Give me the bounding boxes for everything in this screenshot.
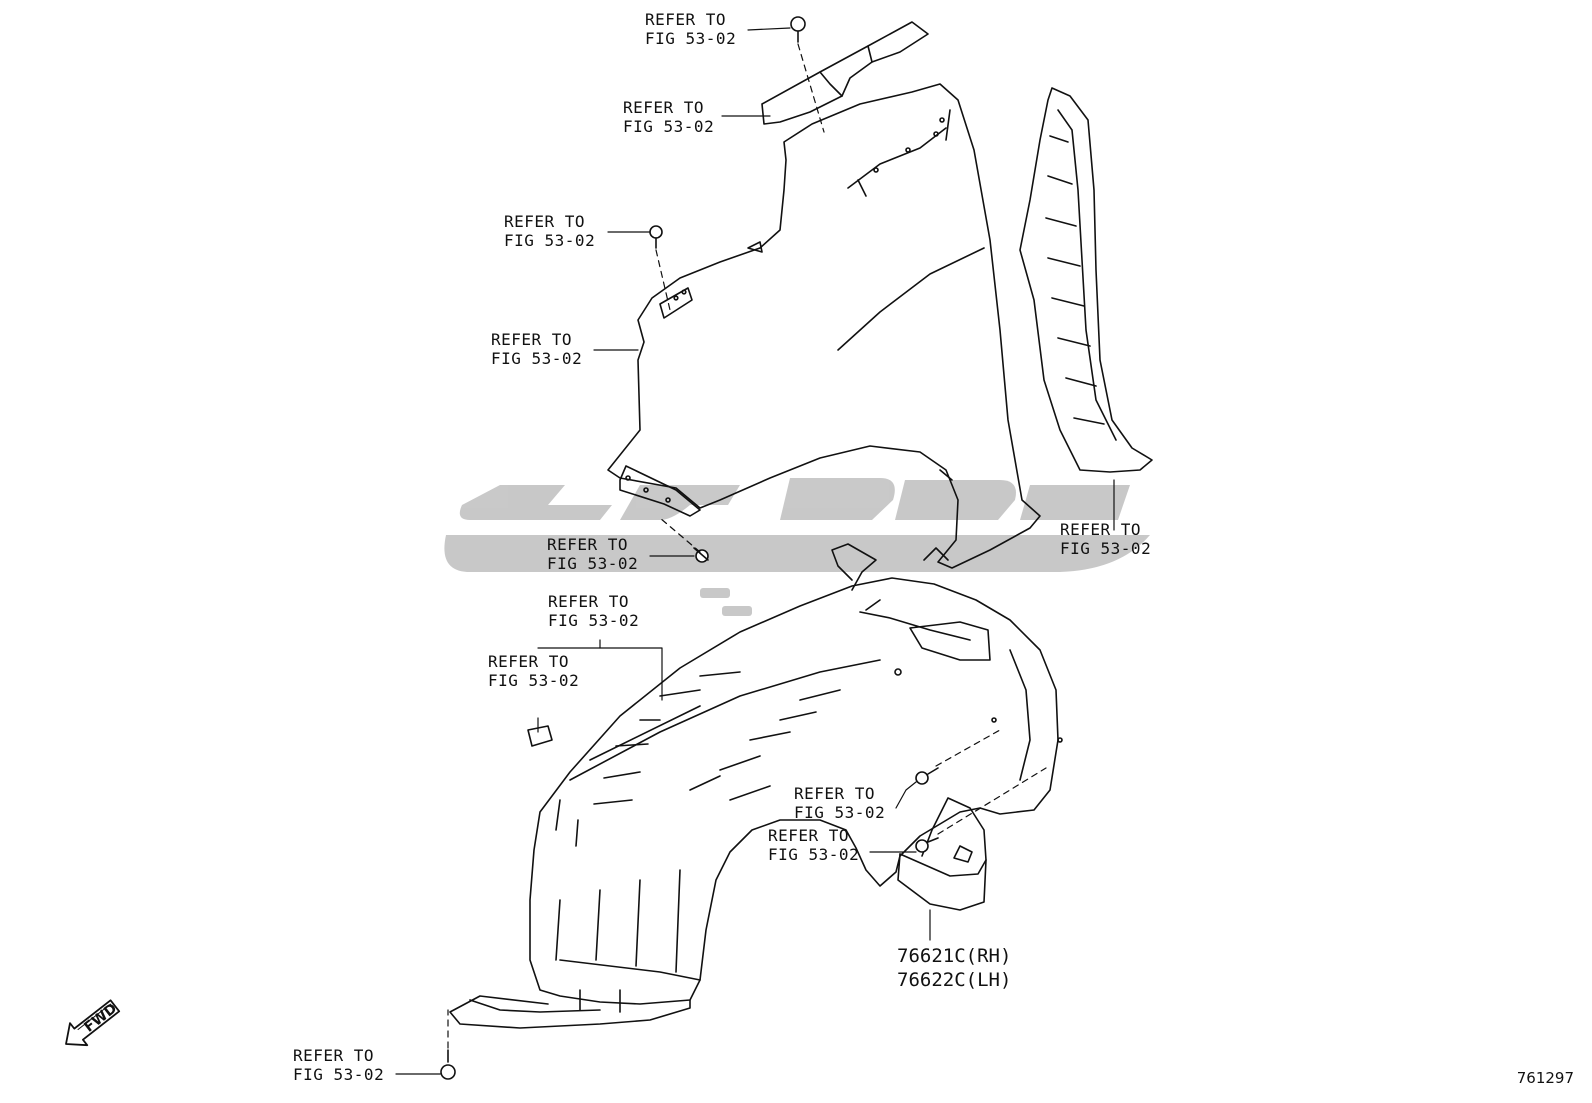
callout-ref-7: REFER TO FIG 53-02	[488, 652, 579, 690]
callout-ref-11: REFER TO FIG 53-02	[293, 1046, 384, 1084]
fwd-label: FWD	[81, 1001, 120, 1036]
mud-guard	[897, 797, 987, 911]
part-number-label: 76621C(RH) 76622C(LH)	[897, 944, 1011, 992]
callout-line2: FIG 53-02	[488, 671, 580, 690]
callout-line1: REFER TO	[547, 535, 629, 554]
callout-line2: FIG 53-02	[548, 611, 640, 630]
callout-line1: REFER TO	[623, 98, 705, 117]
callout-ref-9: REFER TO FIG 53-02	[794, 784, 885, 822]
callout-line1: REFER TO	[293, 1046, 375, 1065]
callout-line2: FIG 53-02	[547, 554, 639, 573]
leader-lines	[395, 27, 1115, 1075]
front-fender	[607, 83, 1041, 569]
fender-bracket-strip	[761, 21, 929, 125]
callout-line2: FIG 53-02	[293, 1065, 385, 1084]
fender-liner	[449, 543, 1063, 1029]
fender-side-seal	[1019, 87, 1153, 473]
callout-line1: REFER TO	[645, 10, 727, 29]
callout-ref-5: REFER TO FIG 53-02	[547, 535, 638, 573]
callout-line2: FIG 53-02	[1060, 539, 1152, 558]
fasteners	[440, 16, 939, 1080]
callout-ref-4: REFER TO FIG 53-02	[491, 330, 582, 368]
callout-ref-8: REFER TO FIG 53-02	[1060, 520, 1151, 558]
callout-ref-6: REFER TO FIG 53-02	[548, 592, 639, 630]
fwd-arrow-icon: FWD	[65, 999, 120, 1047]
callout-line1: REFER TO	[794, 784, 876, 803]
callout-line2: FIG 53-02	[645, 29, 737, 48]
callout-ref-2: REFER TO FIG 53-02	[623, 98, 714, 136]
callout-line1: REFER TO	[1060, 520, 1142, 539]
callout-line1: REFER TO	[488, 652, 570, 671]
callout-line2: FIG 53-02	[504, 231, 596, 250]
part-number-lh: 76622C(LH)	[897, 969, 1012, 991]
callout-line1: REFER TO	[548, 592, 630, 611]
diagram-code: 761297	[1516, 1069, 1574, 1087]
callout-line1: REFER TO	[768, 826, 850, 845]
callout-line1: REFER TO	[491, 330, 573, 349]
callout-line2: FIG 53-02	[768, 845, 860, 864]
callout-line2: FIG 53-02	[794, 803, 886, 822]
callout-line1: REFER TO	[504, 212, 586, 231]
callout-ref-3: REFER TO FIG 53-02	[504, 212, 595, 250]
callout-line2: FIG 53-02	[623, 117, 715, 136]
callout-ref-10: REFER TO FIG 53-02	[768, 826, 859, 864]
callout-line2: FIG 53-02	[491, 349, 583, 368]
callout-ref-1: REFER TO FIG 53-02	[645, 10, 736, 48]
part-number-rh: 76621C(RH)	[897, 945, 1012, 967]
assembly-lines	[447, 43, 1047, 1049]
watermark-logo	[444, 478, 1150, 616]
